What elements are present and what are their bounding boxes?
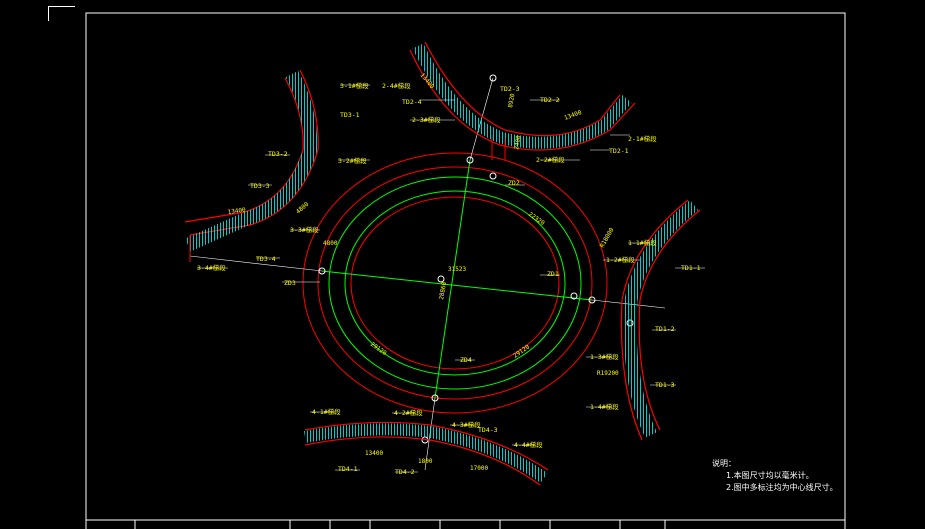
green-ring-inner (344, 190, 566, 376)
label-b21: 2-1#梯段 (628, 134, 657, 143)
outer-red-ring (302, 152, 608, 414)
dim-10: 28860 (438, 281, 448, 300)
inner-red-ring (350, 196, 560, 370)
title-block-ticks (134, 520, 666, 529)
dimensions: 13400 13400 13400 13400 8920 2400 29120 … (227, 72, 619, 472)
label-b44: 4-4#梯段 (514, 440, 543, 449)
label-td12: TD1-2 (655, 325, 675, 333)
label-b31: 3-1#梯段 (340, 81, 369, 90)
dim-13: R18000 (599, 226, 616, 249)
label-b11: 1-1#梯段 (628, 238, 657, 247)
stair-group-4 (303, 421, 549, 486)
stair-group-2 (409, 41, 636, 160)
central-plaza (189, 74, 666, 471)
label-b22: 2-2#梯段 (536, 155, 565, 164)
notes-line-1: 1.本图尺寸均以毫米计。 (726, 471, 814, 480)
dim-1: 13400 (227, 206, 246, 215)
label-b24: 2-4#梯段 (382, 81, 411, 90)
label-b42: 4-2#梯段 (394, 408, 423, 417)
dim-15: 4800 (295, 201, 311, 216)
label-td41: TD4-1 (338, 465, 358, 473)
axis-vertical (434, 159, 471, 399)
dim-6: 2400 (513, 135, 522, 151)
dim-14: 4800 (323, 240, 338, 247)
outer-red-ring-2 (317, 166, 593, 400)
labels: ZD1 ZD2 ZD3 ZD4 TD1-1 TD1-2 TD1-3 TD2-1 … (197, 81, 701, 476)
stair-group-3 (184, 69, 319, 262)
label-td13: TD1-3 (655, 381, 675, 389)
label-td33: TD3-3 (250, 182, 270, 190)
axis-extension-left (189, 255, 323, 272)
label-zd3: ZD3 (284, 279, 296, 287)
label-b32: 3-2#梯段 (338, 156, 367, 165)
drawing-frame (85, 12, 846, 529)
stair-group-1 (620, 199, 701, 441)
label-td31: TD3-1 (340, 111, 360, 119)
label-zd4: ZD4 (460, 356, 472, 364)
notes-line-2: 2.图中多标注均为中心线尺寸。 (726, 483, 838, 492)
label-td23: TD2-3 (500, 85, 520, 93)
dim-7: 29120 (369, 341, 388, 357)
leaders (197, 84, 705, 473)
dim-11: 22320 (527, 211, 546, 227)
label-b23: 2-3#梯段 (412, 115, 441, 124)
label-b14: 1-4#梯段 (590, 402, 619, 411)
label-zd1: ZD1 (547, 270, 559, 278)
label-b41: 4-1#梯段 (312, 407, 341, 416)
ucs-icon (48, 6, 75, 21)
dim-16: 1800 (418, 458, 433, 465)
label-td22: TD2-2 (540, 96, 560, 104)
label-b43: 4-3#梯段 (452, 420, 481, 429)
dim-2: 13400 (563, 109, 583, 122)
label-td24: TD2-4 (402, 98, 422, 106)
dim-12: R19200 (597, 370, 619, 377)
label-zd2: ZD2 (508, 179, 520, 187)
drawing-notes: 说明： 1.本图尺寸均以毫米计。 2.图中多标注均为中心线尺寸。 (712, 458, 838, 494)
label-td32: TD3-2 (268, 150, 288, 158)
dim-5: 8920 (507, 93, 516, 109)
dim-9: 31523 (448, 266, 466, 273)
label-td43: TD4-3 (478, 426, 498, 434)
axis-extension-top (469, 77, 494, 161)
label-td11: TD1-1 (681, 264, 701, 272)
label-b12: 1-2#梯段 (606, 255, 635, 264)
label-b34: 3-4#梯段 (197, 263, 226, 272)
label-b33: 3-3#梯段 (290, 225, 319, 234)
notes-title: 说明： (712, 459, 736, 468)
dim-17: 17000 (470, 465, 488, 472)
label-b13: 1-3#梯段 (590, 352, 619, 361)
label-td21: TD2-1 (609, 147, 629, 155)
label-td42: TD4-2 (395, 468, 415, 476)
axis-horizontal (321, 270, 593, 301)
dim-4: 13400 (365, 450, 383, 457)
green-ring-outer (328, 176, 582, 390)
label-td34: TD3-4 (256, 255, 276, 263)
